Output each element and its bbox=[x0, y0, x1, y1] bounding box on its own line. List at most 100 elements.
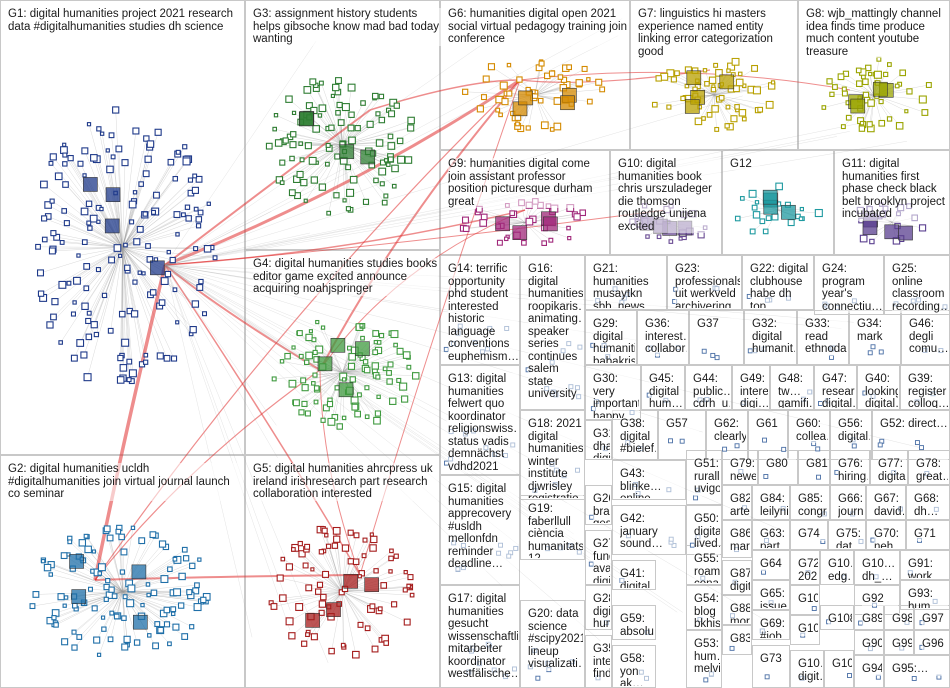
node-marker bbox=[102, 293, 106, 297]
node-marker bbox=[155, 129, 161, 135]
node-marker bbox=[97, 220, 100, 223]
node-marker bbox=[98, 564, 105, 571]
node-marker bbox=[763, 438, 767, 442]
node-marker bbox=[373, 331, 379, 337]
node-marker bbox=[159, 541, 165, 547]
node-marker bbox=[203, 312, 207, 316]
node-marker bbox=[100, 207, 103, 210]
node-marker bbox=[91, 322, 97, 328]
node-marker bbox=[582, 66, 587, 71]
node-marker bbox=[188, 178, 192, 182]
group-label-g72: G72: 2021 past… bbox=[798, 558, 818, 583]
node-marker bbox=[376, 112, 380, 116]
node-marker bbox=[646, 235, 649, 238]
avatar-node bbox=[133, 615, 147, 629]
node-marker bbox=[84, 374, 91, 381]
node-marker bbox=[192, 301, 198, 307]
node-marker bbox=[82, 240, 87, 245]
node-marker bbox=[68, 156, 73, 161]
node-marker bbox=[130, 220, 134, 224]
node-marker bbox=[152, 210, 156, 214]
node-marker bbox=[196, 217, 201, 222]
node-marker bbox=[72, 630, 76, 634]
group-label-g40: G40: looking digital… bbox=[865, 373, 898, 408]
node-marker bbox=[346, 207, 350, 211]
node-marker bbox=[496, 96, 502, 102]
node-marker bbox=[63, 182, 69, 188]
avatar-node bbox=[355, 342, 369, 356]
group-label-g9: G9: humanities digital come join assista… bbox=[448, 158, 608, 208]
node-marker bbox=[857, 81, 863, 87]
node-marker bbox=[900, 70, 906, 76]
node-marker bbox=[541, 122, 548, 129]
group-label-g92: G92 bbox=[862, 593, 898, 606]
node-marker bbox=[370, 604, 375, 609]
group-label-g62: G62: clearly… bbox=[714, 418, 746, 443]
node-marker bbox=[765, 675, 769, 679]
node-marker bbox=[694, 496, 698, 500]
group-label-g61: G61 bbox=[756, 418, 786, 431]
node-marker bbox=[388, 362, 393, 367]
group-label-g39: G39: register colloq… bbox=[908, 373, 948, 408]
node-marker bbox=[711, 87, 715, 91]
node-marker bbox=[182, 634, 188, 640]
group-label-g46: G46: degli comu… bbox=[909, 318, 948, 356]
node-marker bbox=[348, 84, 355, 91]
node-marker bbox=[711, 353, 715, 357]
node-marker bbox=[863, 79, 868, 84]
avatar-node bbox=[132, 565, 146, 579]
group-label-g50: G50: digital lived… bbox=[694, 513, 720, 551]
node-marker bbox=[122, 160, 128, 166]
node-marker bbox=[116, 146, 122, 152]
node-marker bbox=[147, 141, 153, 147]
node-marker bbox=[896, 123, 902, 129]
group-label-g33: G33: read ethnoda… bbox=[805, 318, 847, 356]
avatar-node bbox=[720, 75, 734, 89]
node-marker bbox=[349, 354, 356, 361]
node-marker bbox=[480, 220, 487, 227]
node-marker bbox=[71, 312, 75, 316]
group-label-g13: G13: digital humanities felwert quo koor… bbox=[448, 373, 518, 473]
node-marker bbox=[554, 123, 561, 130]
node-marker bbox=[372, 363, 378, 369]
group-label-g67: G67: david… bbox=[874, 493, 904, 518]
node-marker bbox=[117, 377, 123, 383]
node-marker bbox=[372, 646, 378, 652]
node-marker bbox=[772, 214, 778, 220]
node-marker bbox=[349, 137, 356, 144]
g61-cluster bbox=[763, 438, 786, 451]
node-marker bbox=[336, 78, 342, 84]
node-marker bbox=[362, 554, 366, 558]
group-label-g108: G108 bbox=[828, 613, 852, 626]
group-label-g16: G16: digital humanities roopikaris… anim… bbox=[528, 263, 583, 401]
node-marker bbox=[752, 205, 757, 210]
node-marker bbox=[400, 383, 407, 390]
node-marker bbox=[146, 244, 151, 249]
node-marker bbox=[407, 584, 410, 587]
node-marker bbox=[482, 95, 487, 100]
node-marker bbox=[379, 168, 386, 175]
node-marker bbox=[387, 163, 390, 166]
node-marker bbox=[703, 69, 706, 72]
node-marker bbox=[86, 334, 91, 339]
group-label-g90: G90 bbox=[862, 638, 882, 651]
group-label-g68: G68: dh… bbox=[914, 493, 948, 518]
node-marker bbox=[319, 550, 323, 554]
node-marker bbox=[286, 618, 293, 625]
node-marker bbox=[285, 353, 290, 358]
group-label-g43: G43: blinke… online… bbox=[620, 468, 684, 498]
node-marker bbox=[63, 604, 66, 607]
node-marker bbox=[750, 229, 755, 234]
node-marker bbox=[816, 447, 820, 451]
node-marker bbox=[313, 350, 317, 354]
node-marker bbox=[94, 637, 100, 643]
node-marker bbox=[317, 582, 322, 587]
node-marker bbox=[404, 619, 410, 625]
node-marker bbox=[576, 80, 582, 86]
node-marker bbox=[87, 311, 91, 315]
avatar-node bbox=[560, 96, 574, 110]
g6-cluster bbox=[463, 60, 605, 132]
node-marker bbox=[168, 567, 172, 571]
node-marker bbox=[67, 281, 71, 285]
node-marker bbox=[739, 72, 742, 75]
